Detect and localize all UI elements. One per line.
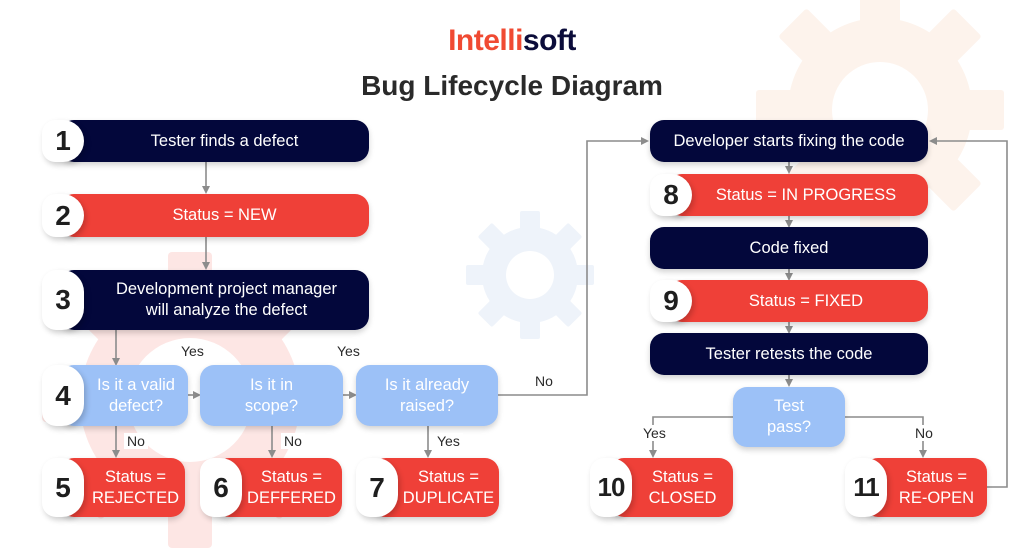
label-no-test: No xyxy=(912,425,936,441)
step-text-line1: Status = xyxy=(418,467,479,486)
brand-logo-part1: Intelli xyxy=(448,24,523,57)
step-text-line1: Status = xyxy=(906,467,967,486)
step-developer-starts-fixing: Developer starts fixing the code xyxy=(650,120,928,162)
step-text: Developer starts fixing the code xyxy=(673,131,905,150)
step-code-fixed: Code fixed xyxy=(650,227,928,269)
step-number-badge: 8 xyxy=(650,174,692,216)
decision-already-raised: Is it already raised? xyxy=(356,365,498,426)
decision-text-line1: Is it already xyxy=(384,375,470,394)
decision-text-line1: Is it a valid xyxy=(97,375,175,394)
step-text: Tester retests the code xyxy=(705,344,873,363)
page-title: Bug Lifecycle Diagram xyxy=(361,70,663,101)
step-text-line2: will analyze the defect xyxy=(145,301,308,319)
step-number-badge: 9 xyxy=(650,280,692,322)
step-number-badge: 7 xyxy=(356,458,398,517)
step-pm-analyze-defect: Development project manager will analyze… xyxy=(60,270,369,330)
decision-text-line1: Is it in xyxy=(249,375,294,394)
step-text-line1: Status = xyxy=(261,467,322,486)
decision-text-line2: pass? xyxy=(766,418,812,436)
step-number-badge: 6 xyxy=(200,458,242,517)
step-number-badge: 4 xyxy=(42,365,84,426)
step-text: Status = IN PROGRESS xyxy=(715,185,897,204)
step-number-badge: 3 xyxy=(42,270,84,330)
step-text-line2: DEFFERED xyxy=(247,488,336,507)
brand-logo-part2: soft xyxy=(522,24,577,57)
decision-text-line2: raised? xyxy=(399,396,455,415)
step-text: Status = NEW xyxy=(172,206,277,224)
step-text: Code fixed xyxy=(749,238,829,257)
label-yes-valid: Yes xyxy=(178,343,207,359)
background-gear-blue-icon xyxy=(466,211,594,339)
step-status-closed: Status = CLOSED xyxy=(610,458,733,517)
decision-text-line2: scope? xyxy=(244,396,299,415)
decision-text-line2: defect? xyxy=(108,396,164,415)
step-text-line2: REJECTED xyxy=(91,488,180,507)
step-number-badge: 2 xyxy=(42,194,84,237)
decision-in-scope: Is it in scope? xyxy=(200,365,343,426)
step-text-line1: Status = xyxy=(105,467,166,486)
label-yes-test: Yes xyxy=(640,425,669,441)
step-text-line1: Status = xyxy=(652,467,713,486)
step-text: Status = FIXED xyxy=(748,291,864,310)
label-yes-raised: Yes xyxy=(434,433,463,449)
label-no-valid: No xyxy=(124,433,148,449)
step-text-line1: Development project manager xyxy=(115,280,338,298)
step-text-line2: RE-OPEN xyxy=(898,488,975,507)
step-tester-finds-defect: Tester finds a defect xyxy=(60,120,369,162)
step-number-badge: 10 xyxy=(590,458,632,517)
step-number-badge: 11 xyxy=(845,458,887,517)
brand-logo: Intellisoft xyxy=(0,24,1024,58)
step-status-fixed: Status = FIXED xyxy=(668,280,928,322)
label-yes-scope: Yes xyxy=(334,343,363,359)
step-number-badge: 5 xyxy=(42,458,84,517)
step-status-in-progress: Status = IN PROGRESS xyxy=(668,174,928,216)
step-text-line2: CLOSED xyxy=(648,488,717,507)
label-no-raised: No xyxy=(532,373,556,389)
step-number-badge: 1 xyxy=(42,120,84,162)
decision-text-line1: Test xyxy=(773,397,805,415)
step-tester-retests: Tester retests the code xyxy=(650,333,928,375)
step-text-line2: DUPLICATE xyxy=(402,488,495,507)
decision-test-pass: Test pass? xyxy=(733,387,845,447)
connector-lines xyxy=(112,137,1008,488)
step-status-new: Status = NEW xyxy=(60,194,369,237)
step-text: Tester finds a defect xyxy=(150,131,299,150)
label-no-scope: No xyxy=(281,433,305,449)
